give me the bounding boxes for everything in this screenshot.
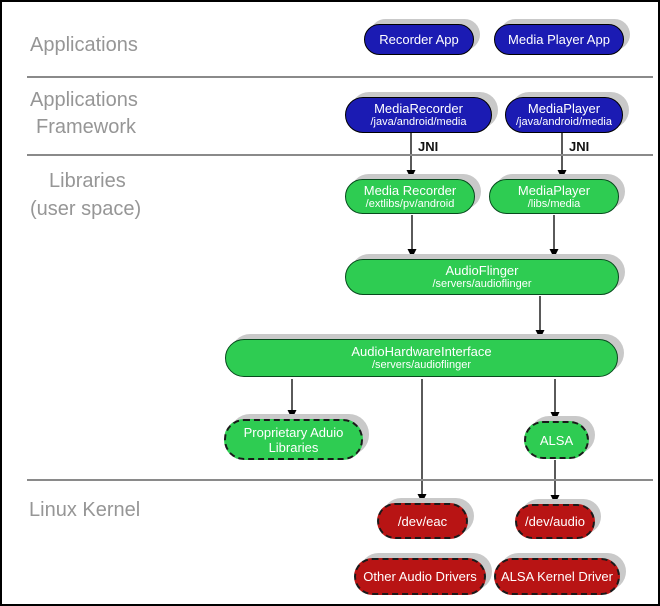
separator-framework (27, 154, 653, 156)
separator-applications (27, 76, 653, 78)
layer-label-libraries-2: (user space) (30, 198, 142, 220)
node-audiohardwareinterface-path: /servers/audioflinger (371, 359, 472, 371)
layer-label-libraries-1: Libraries (49, 170, 126, 192)
node-alsa-kernel-driver-label: ALSA Kernel Driver (501, 569, 613, 584)
node-mediarecorder-framework-label: MediaRecorder (374, 101, 463, 116)
layer-label-applications: Applications (30, 34, 138, 56)
jni-label-right: JNI (569, 139, 590, 154)
node-media-player-app-label: Media Player App (508, 32, 610, 47)
node-dev-eac-label: /dev/eac (397, 513, 448, 529)
node-mediaplayer-framework: MediaPlayer /java/android/media (505, 97, 623, 133)
node-media-recorder-lib: Media Recorder /extlibs/pv/android (345, 179, 475, 214)
layer-label-framework-2: Framework (36, 116, 137, 138)
node-media-recorder-lib-path: /extlibs/pv/android (365, 197, 455, 210)
arrow-alsa-to-dev-audio (550, 460, 560, 504)
node-recorder-app-label: Recorder App (379, 32, 459, 47)
node-audiohardwareinterface: AudioHardwareInterface /servers/audiofli… (225, 339, 618, 377)
arrow-jni-right (557, 133, 567, 179)
node-dev-eac: /dev/eac (377, 503, 468, 539)
node-media-recorder-lib-label: Media Recorder (363, 182, 457, 198)
node-other-audio-drivers-label: Other Audio Drivers (363, 569, 477, 584)
separator-kernel (27, 479, 653, 481)
node-mediaplayer-framework-label: MediaPlayer (527, 101, 601, 116)
node-proprietary-audio-libraries-label: Proprietary Aduio Libraries (243, 424, 344, 455)
arrow-mediaplayer-to-audioflinger (549, 215, 559, 258)
arrow-ahi-to-alsa (550, 379, 560, 421)
node-mediaplayer-framework-path: /java/android/media (515, 116, 612, 128)
jni-label-left: JNI (418, 139, 439, 154)
node-media-player-app: Media Player App (494, 24, 624, 55)
node-dev-audio-label: /dev/audio (525, 514, 585, 529)
node-recorder-app: Recorder App (364, 24, 474, 55)
node-audioflinger: AudioFlinger /servers/audioflinger (345, 259, 619, 295)
node-mediarecorder-framework: MediaRecorder /java/android/media (345, 97, 492, 133)
node-audioflinger-label: AudioFlinger (445, 263, 519, 278)
node-mediaplayer-lib-path: /libs/media (527, 197, 581, 210)
node-proprietary-audio-libraries: Proprietary Aduio Libraries (224, 419, 363, 460)
layer-label-framework-1: Applications (30, 89, 138, 111)
arrow-ahi-to-dev-eac (417, 379, 427, 503)
arrow-audioflinger-to-ahi (535, 296, 545, 339)
node-mediarecorder-framework-path: /java/android/media (370, 116, 467, 128)
node-audioflinger-path: /servers/audioflinger (432, 278, 532, 290)
arrow-ahi-to-proprietary (287, 379, 297, 419)
node-other-audio-drivers: Other Audio Drivers (354, 558, 486, 595)
arrow-mediarecorder-to-audioflinger (407, 215, 417, 258)
node-alsa-kernel-driver: ALSA Kernel Driver (494, 558, 620, 595)
layer-label-linux-kernel: Linux Kernel (29, 499, 141, 521)
node-mediaplayer-lib-label: MediaPlayer (517, 182, 591, 198)
arrow-jni-left (406, 133, 416, 179)
node-mediaplayer-lib: MediaPlayer /libs/media (489, 179, 619, 214)
node-alsa: ALSA (524, 421, 589, 459)
node-alsa-label: ALSA (539, 432, 574, 448)
node-audiohardwareinterface-label: AudioHardwareInterface (351, 344, 492, 359)
node-dev-audio: /dev/audio (515, 504, 595, 539)
